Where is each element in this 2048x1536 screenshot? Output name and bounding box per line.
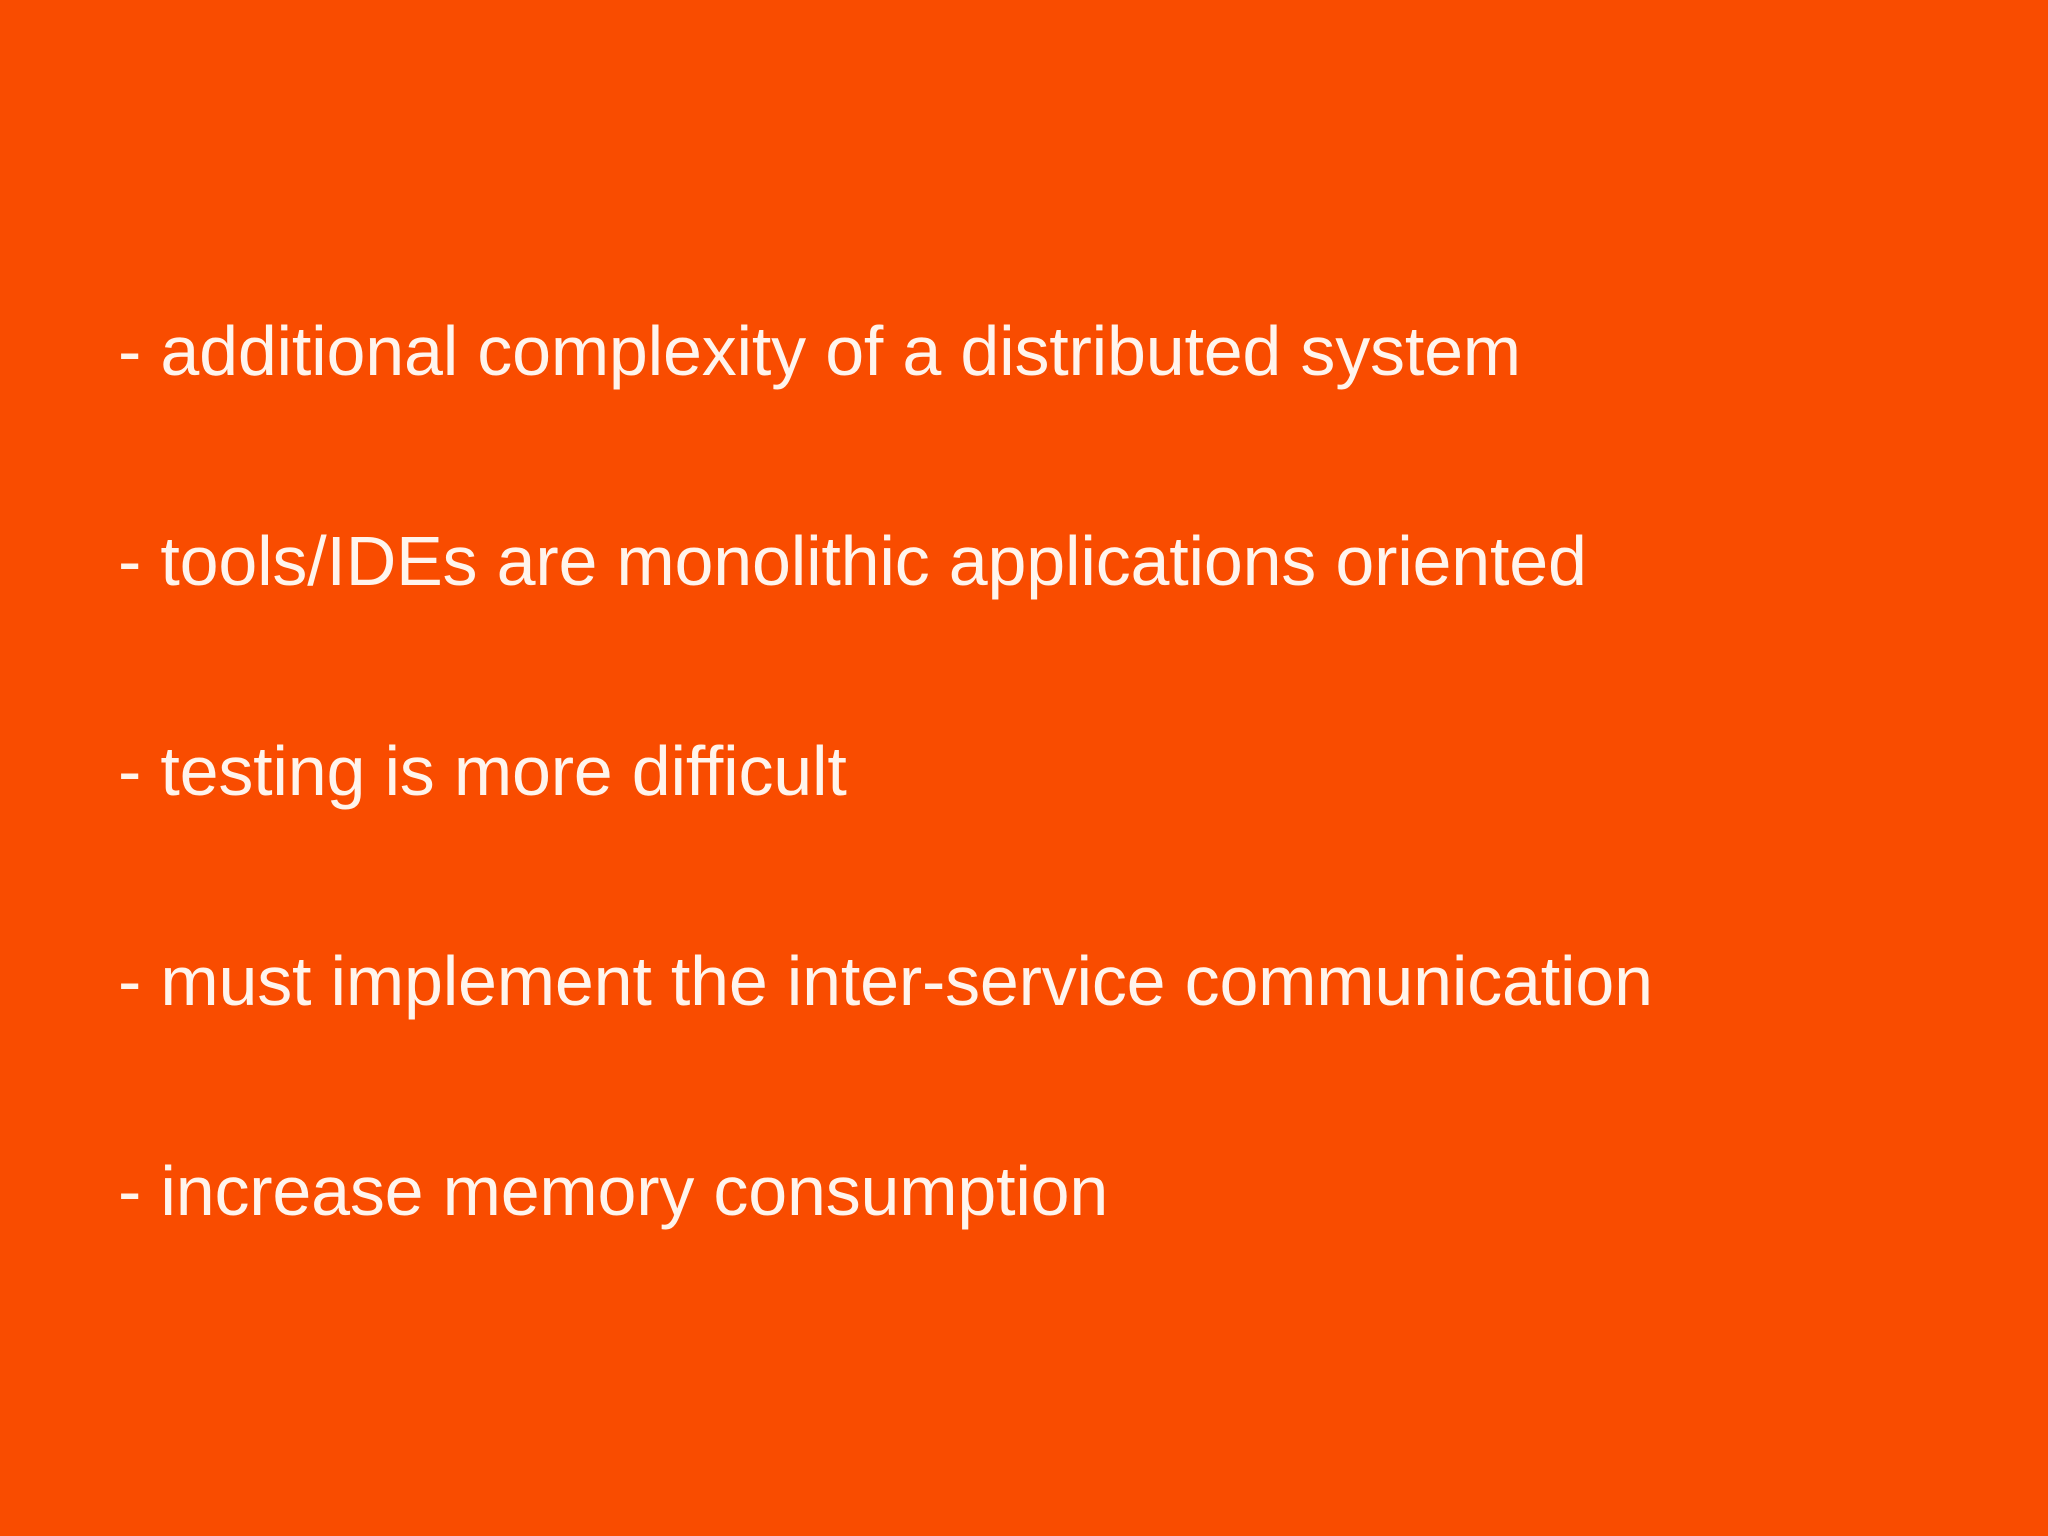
list-item: - additional complexity of a distributed… (118, 246, 1978, 456)
list-item: - must implement the inter-service commu… (118, 876, 1978, 1086)
bullet-text-2: - tools/IDEs are monolithic applications… (118, 522, 1587, 600)
list-item: - testing is more difficult (118, 666, 1978, 876)
bullet-list: - additional complexity of a distributed… (118, 246, 1978, 1296)
bullet-text-4: - must implement the inter-service commu… (118, 942, 1653, 1020)
bullet-text-5: - increase memory consumption (118, 1152, 1109, 1230)
list-item: - increase memory consumption (118, 1086, 1978, 1296)
bullet-text-1: - additional complexity of a distributed… (118, 312, 1521, 390)
list-item: - tools/IDEs are monolithic applications… (118, 456, 1978, 666)
bullet-text-3: - testing is more difficult (118, 732, 847, 810)
